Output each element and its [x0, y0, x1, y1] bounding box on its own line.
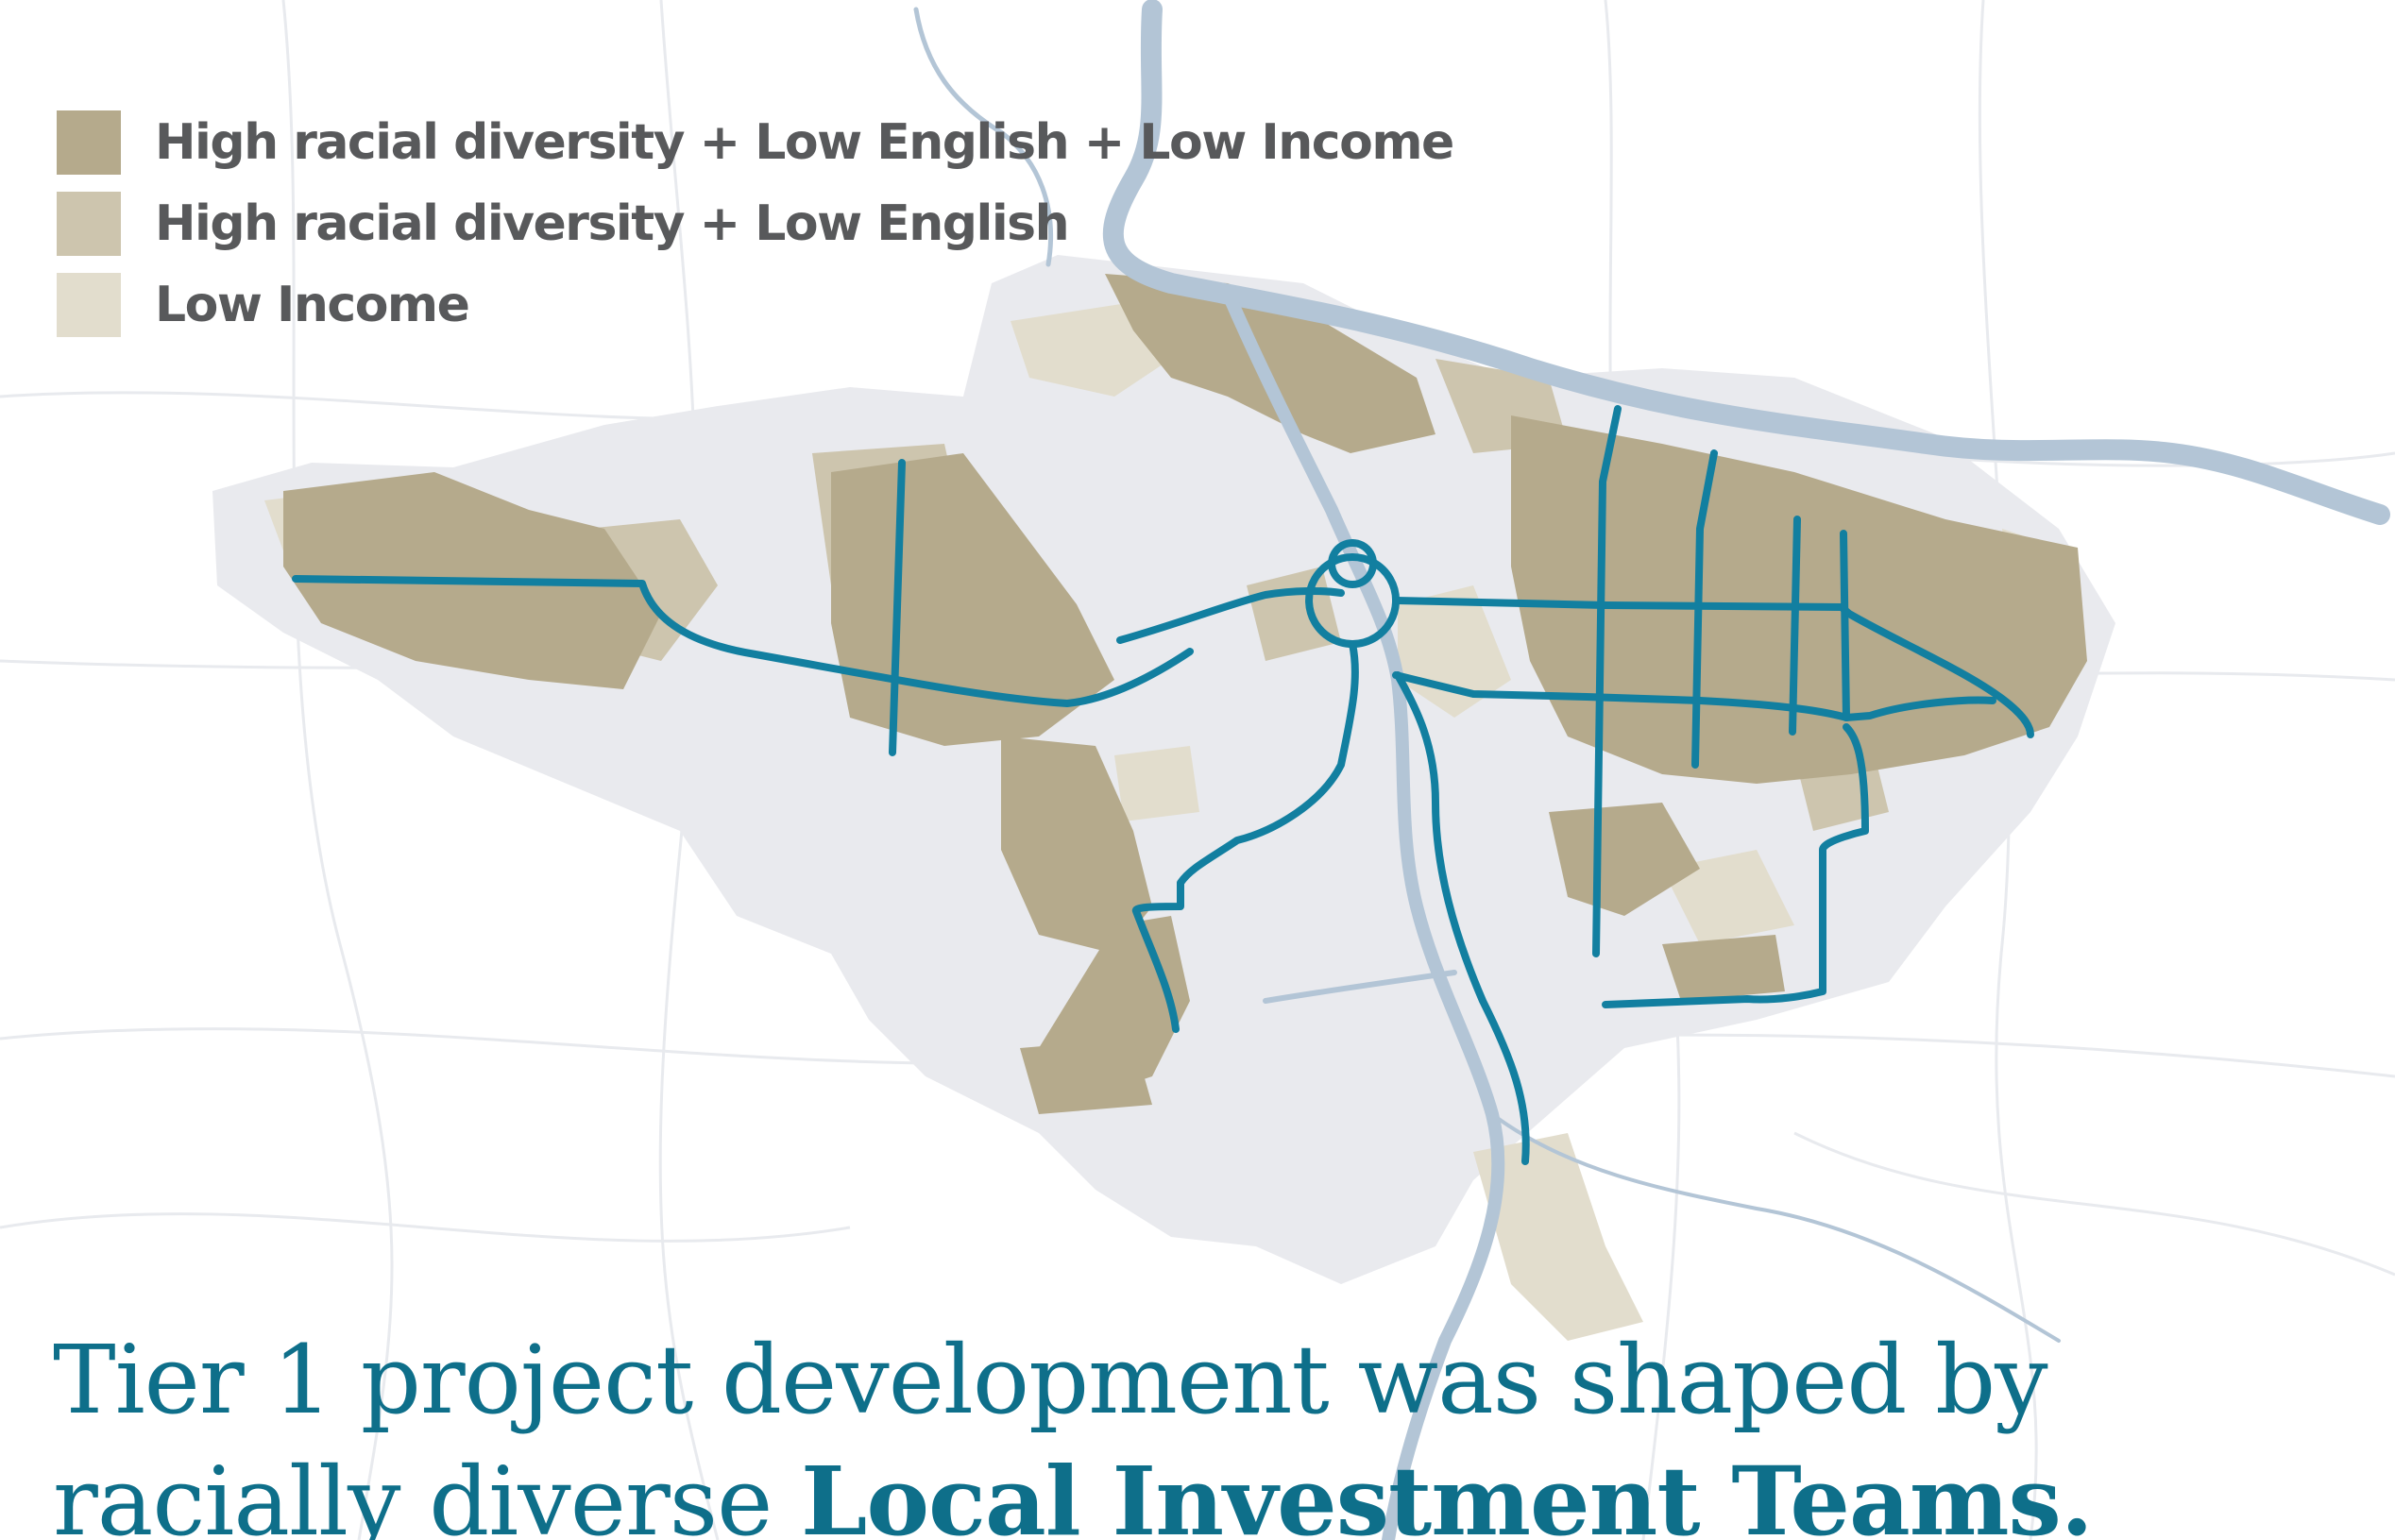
- headline: Tier 1 project development was shaped by…: [53, 1320, 2357, 1540]
- corridor-east: [1392, 597, 2034, 738]
- corridor-southeast: [1394, 671, 1530, 1165]
- willamette-river: [1221, 286, 1505, 1540]
- corridor-east-secondary: [1392, 671, 1996, 721]
- legend-swatch-medium: [57, 192, 121, 256]
- corridor-east-1: [1592, 405, 1622, 957]
- corridor-west: [292, 575, 1194, 707]
- corridor-southwest: [1131, 640, 1359, 1033]
- legend-label: Low Income: [155, 277, 470, 333]
- legend-swatch-dark: [57, 110, 121, 175]
- equity-areas: [264, 274, 2087, 1341]
- legend-item-low-income: Low Income: [57, 264, 1453, 346]
- legend-item-diversity-english: High racial diversity + Low English: [57, 183, 1453, 264]
- legend-label: High racial diversity + Low English + Lo…: [155, 114, 1454, 171]
- headline-line-2-emphasis: Local Investment Teams.: [801, 1446, 2094, 1540]
- tributary-south: [1490, 1112, 2061, 1343]
- corridor-east-loop: [1602, 723, 1869, 1008]
- map-legend: High racial diversity + Low English + Lo…: [57, 102, 1454, 346]
- corridor-east-2: [1691, 449, 1718, 769]
- rivers: [913, 0, 2390, 1540]
- transit-corridors: [292, 405, 2034, 1165]
- corridor-east-4: [1840, 530, 1850, 721]
- corridor-central-west: [1116, 586, 1345, 644]
- corridor-east-3: [1789, 516, 1801, 736]
- headline-line-2-plain: racially diverse: [53, 1447, 802, 1540]
- legend-label: High racial diversity + Low English: [155, 195, 1070, 252]
- tributary-east: [1263, 970, 1457, 1004]
- legend-item-diversity-english-income: High racial diversity + Low English + Lo…: [57, 102, 1454, 183]
- columbia-river: [1102, 0, 2390, 525]
- headline-line-1: Tier 1 project development was shaped by: [53, 1325, 2048, 1435]
- tributary-north: [913, 7, 1054, 267]
- corridor-west-north-south: [889, 459, 906, 756]
- corridor-downtown-loop: [1328, 539, 1378, 588]
- legend-swatch-light: [57, 273, 121, 337]
